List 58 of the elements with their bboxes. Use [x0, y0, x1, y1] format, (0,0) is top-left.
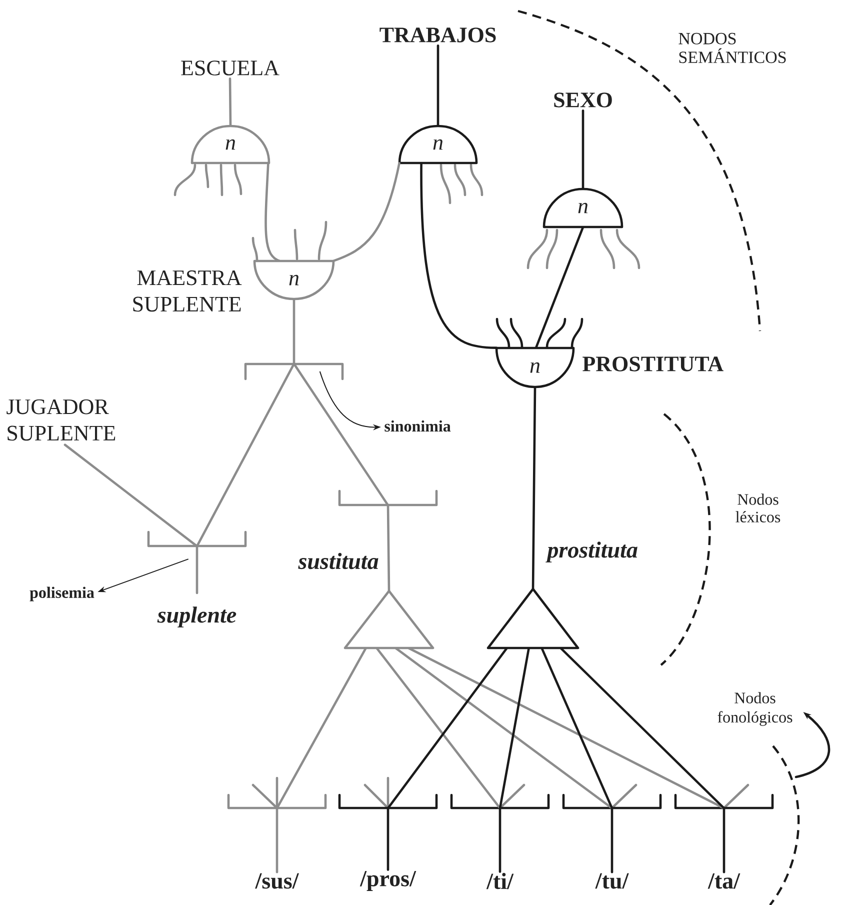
bracket-node	[450, 784, 550, 810]
connector	[498, 807, 502, 873]
concept-label: sinonimia	[384, 420, 451, 432]
concept-label: Nodos fonológicos	[718, 692, 792, 726]
connector	[540, 647, 614, 810]
connector	[276, 647, 367, 810]
connector	[394, 647, 614, 810]
connector	[534, 226, 584, 349]
connector	[64, 444, 198, 548]
node-label: PROSTITUTA	[582, 356, 724, 372]
concept-label: /tu/	[595, 873, 629, 889]
connector	[264, 162, 280, 262]
connector	[420, 162, 498, 349]
connector	[228, 77, 232, 127]
triangle-node	[344, 590, 434, 650]
semantic-node: n	[252, 220, 335, 300]
connector	[610, 807, 614, 874]
connector	[436, 44, 440, 127]
connector	[582, 109, 584, 190]
node-label: suplente	[157, 606, 236, 628]
connector	[386, 504, 390, 592]
bracket-node	[338, 490, 438, 506]
bracket-node	[562, 784, 662, 810]
semantic-node: n	[174, 124, 270, 196]
semantic-node: n	[526, 188, 640, 270]
bracket-node	[338, 776, 438, 810]
node-label: sustituta	[298, 552, 378, 570]
connector	[292, 298, 296, 365]
concept-label: /ti/	[486, 872, 514, 890]
semantic-node: n	[495, 318, 584, 388]
connector	[722, 807, 726, 874]
concept-label: SEXO	[554, 92, 612, 108]
concept-label: JUGADOR SUPLENTE	[6, 399, 116, 441]
concept-label: polisemia	[30, 586, 94, 602]
connector	[292, 362, 390, 506]
section-label: Nodos léxicos	[736, 494, 780, 522]
connector	[560, 647, 726, 810]
connector	[408, 647, 726, 810]
connector	[532, 386, 536, 590]
connector	[196, 362, 296, 548]
bracket-node	[227, 776, 327, 810]
connector	[386, 807, 390, 871]
concept-label: /sus/	[255, 873, 299, 889]
concept-label: /pros/	[360, 870, 416, 892]
bracket-node	[674, 784, 774, 810]
connector	[276, 807, 278, 874]
triangle-node	[486, 588, 580, 650]
bracket-node	[147, 530, 247, 594]
concept-label: ESCUELA	[181, 60, 280, 76]
node-label: MAESTRA SUPLENTE	[133, 270, 242, 312]
semantic-node: n	[398, 124, 484, 204]
node-label: prostituta	[546, 542, 638, 562]
lexical-node	[244, 362, 344, 380]
concept-label: TRABAJOS	[380, 28, 496, 42]
concept-label: /ta/	[708, 873, 740, 889]
connector	[332, 162, 400, 262]
section-label: NODOS SEMÁNTICOS	[678, 32, 786, 64]
connector	[498, 647, 530, 810]
